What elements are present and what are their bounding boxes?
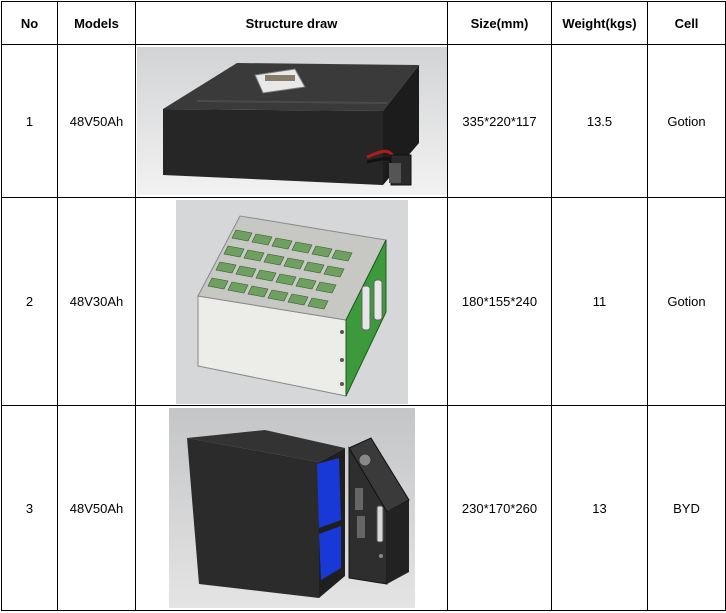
cell-no: 2 xyxy=(1,197,58,406)
cell-size: 180*155*240 xyxy=(447,197,552,406)
battery-pack-drawing xyxy=(136,47,447,195)
cell-cell-type: BYD xyxy=(647,405,726,611)
cell-cell-type: Gotion xyxy=(647,197,726,406)
header-size: Size(mm) xyxy=(447,1,552,45)
cell-no: 1 xyxy=(1,44,58,198)
cell-model: 48V50Ah xyxy=(57,405,136,611)
header-weight: Weight(kgs) xyxy=(551,1,648,45)
cell-weight: 11 xyxy=(551,197,648,406)
table-row: 2 48V30Ah xyxy=(1,197,726,406)
header-no: No xyxy=(1,1,58,45)
table-row: 1 48V50Ah xyxy=(1,44,726,198)
header-cell: Cell xyxy=(647,1,726,45)
cell-structure-draw xyxy=(135,44,448,198)
cell-structure-draw xyxy=(135,197,448,406)
box-battery-drawing xyxy=(168,408,415,608)
cell-cell-type: Gotion xyxy=(647,44,726,198)
cell-size: 230*170*260 xyxy=(447,405,552,611)
cell-weight: 13.5 xyxy=(551,44,648,198)
header-structure-draw: Structure draw xyxy=(135,1,448,45)
cell-size: 335*220*117 xyxy=(447,44,552,198)
cell-model: 48V50Ah xyxy=(57,44,136,198)
cell-model: 48V30Ah xyxy=(57,197,136,406)
header-models: Models xyxy=(57,1,136,45)
cell-structure-draw xyxy=(135,405,448,611)
table-row: 3 48V50Ah xyxy=(1,405,726,611)
cell-no: 3 xyxy=(1,405,58,611)
header-row: No Models Structure draw Size(mm) Weight… xyxy=(1,1,726,45)
battery-module-drawing xyxy=(175,199,408,404)
cell-weight: 13 xyxy=(551,405,648,611)
